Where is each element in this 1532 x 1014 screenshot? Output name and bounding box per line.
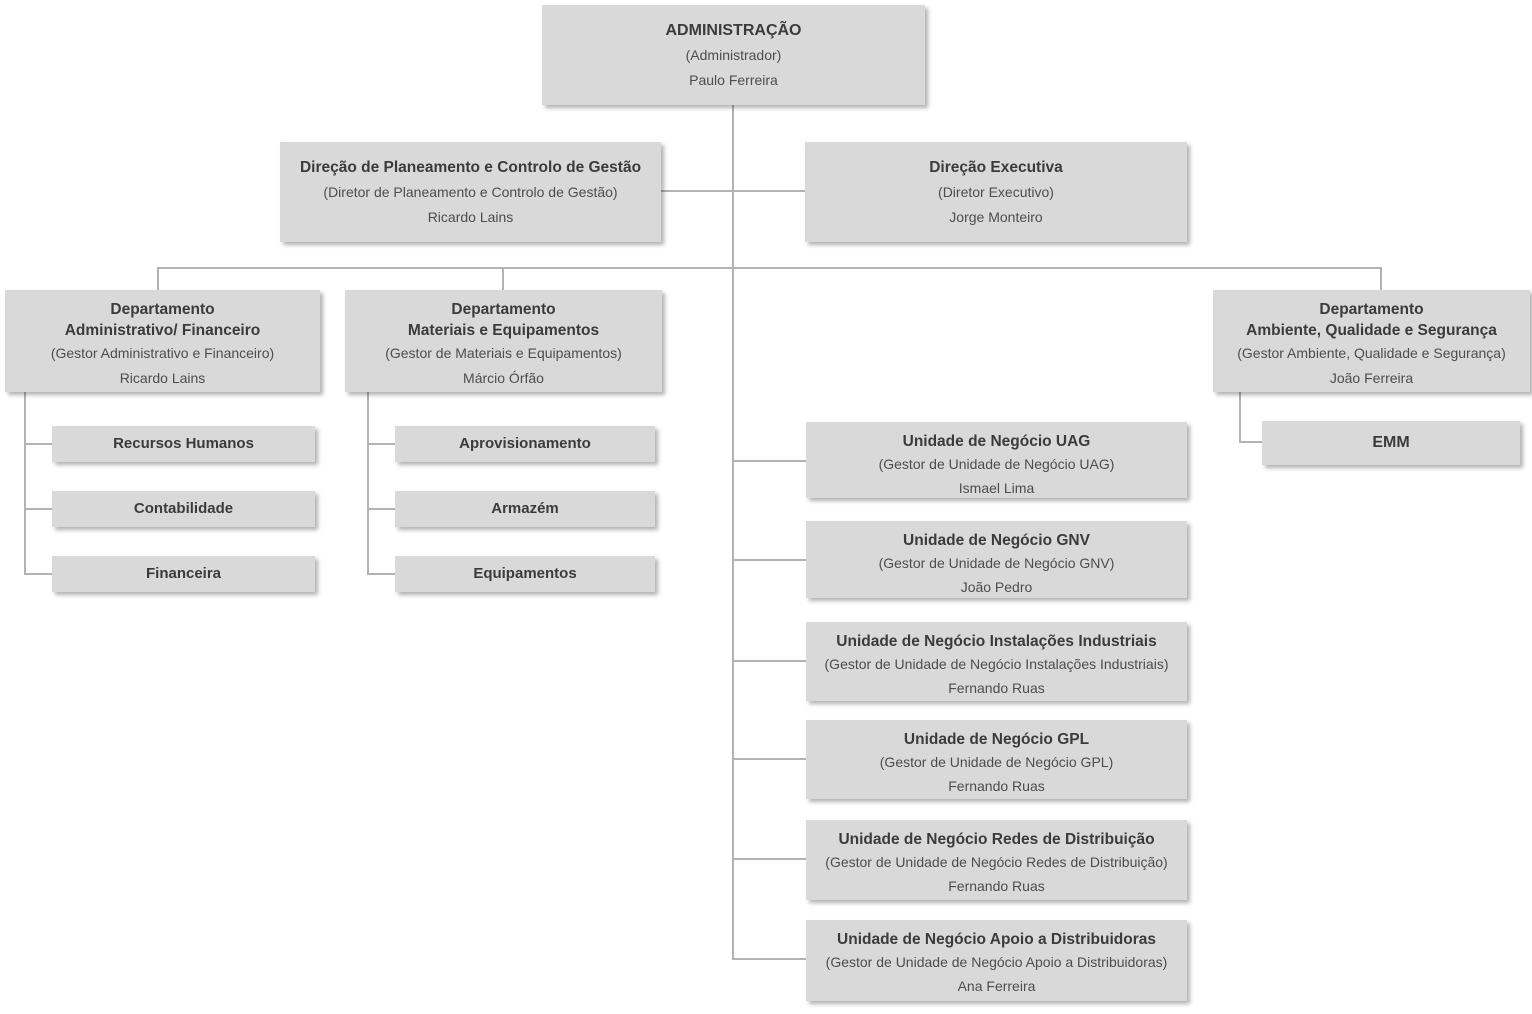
node-title: Recursos Humanos <box>113 435 254 452</box>
org-node-dept-ambiente-qualidade-seguranca: Departamento Ambiente, Qualidade e Segur… <box>1213 290 1530 392</box>
connector-drop-dept-af <box>157 267 159 290</box>
node-title-line1: Departamento <box>451 301 556 318</box>
connector-branch-equip <box>367 573 395 575</box>
org-node-direcao-executiva: Direção Executiva (Diretor Executivo) Jo… <box>805 142 1187 242</box>
node-title: Direção Executiva <box>929 159 1063 176</box>
connector-branch-rd <box>732 858 806 860</box>
org-node-direcao-planeamento: Direção de Planeamento e Controlo de Ges… <box>280 142 661 242</box>
connector-central-stem <box>732 267 734 960</box>
org-node-financeira: Financeira <box>52 556 315 592</box>
connector-drop-dept-aqs <box>1380 267 1382 290</box>
node-title: Unidade de Negócio Redes de Distribuição <box>838 831 1155 848</box>
org-node-unidade-gnv: Unidade de Negócio GNV (Gestor de Unidad… <box>806 521 1187 598</box>
org-node-unidade-uag: Unidade de Negócio UAG (Gestor de Unidad… <box>806 422 1187 498</box>
node-role: (Gestor de Unidade de Negócio Apoio a Di… <box>825 954 1168 970</box>
node-role: (Administrador) <box>685 47 782 63</box>
node-title: Unidade de Negócio Instalações Industria… <box>836 633 1157 650</box>
node-role: (Gestor de Unidade de Negócio Redes de D… <box>825 854 1168 870</box>
node-title-line1: Departamento <box>110 301 215 318</box>
node-role: (Gestor de Unidade de Negócio GPL) <box>879 754 1114 770</box>
org-node-dept-materiais-equipamentos: Departamento Materiais e Equipamentos (G… <box>345 290 662 392</box>
connector-branch-aprov <box>367 443 395 445</box>
node-title-line2: Ambiente, Qualidade e Segurança <box>1246 322 1497 339</box>
connector-branch-fin <box>24 573 52 575</box>
node-title: ADMINISTRAÇÃO <box>665 22 802 39</box>
node-title: Equipamentos <box>473 565 577 582</box>
org-node-armazem: Armazém <box>395 491 655 527</box>
node-person: João Pedro <box>960 579 1033 595</box>
node-title-line1: Departamento <box>1319 301 1424 318</box>
org-node-equipamentos: Equipamentos <box>395 556 655 592</box>
node-person: Fernando Ruas <box>948 778 1045 794</box>
org-node-unidade-redes-distribuicao: Unidade de Negócio Redes de Distribuição… <box>806 820 1187 900</box>
connector-drop-dept-me <box>502 267 504 290</box>
node-title: Financeira <box>145 565 222 582</box>
connector-branch-emm <box>1239 441 1262 443</box>
node-role: (Gestor Ambiente, Qualidade e Segurança) <box>1237 345 1506 361</box>
node-role: (Gestor de Materiais e Equipamentos) <box>385 345 622 361</box>
node-person: Paulo Ferreira <box>689 72 778 88</box>
node-role: (Gestor de Unidade de Negócio UAG) <box>878 456 1115 472</box>
node-role: (Gestor Administrativo e Financeiro) <box>50 345 275 361</box>
connector-branch-gnv <box>732 559 806 561</box>
node-title: Unidade de Negócio Apoio a Distribuidora… <box>837 931 1156 948</box>
node-person: Fernando Ruas <box>948 878 1045 894</box>
node-role: (Gestor de Unidade de Negócio GNV) <box>878 555 1115 571</box>
node-person: Ismael Lima <box>958 480 1035 496</box>
org-node-unidade-gpl: Unidade de Negócio GPL (Gestor de Unidad… <box>806 720 1187 799</box>
connector-stem-dept-af <box>24 392 26 575</box>
node-title: Armazém <box>491 500 559 517</box>
node-title-line2: Administrativo/ Financeiro <box>64 322 261 339</box>
connector-branch-uag <box>732 460 806 462</box>
node-title: EMM <box>1372 434 1410 451</box>
node-title: Contabilidade <box>133 500 234 517</box>
org-node-administracao: ADMINISTRAÇÃO (Administrador) Paulo Ferr… <box>542 5 925 105</box>
node-role: (Gestor de Unidade de Negócio Instalaçõe… <box>824 656 1169 672</box>
org-node-unidade-apoio-distribuidoras: Unidade de Negócio Apoio a Distribuidora… <box>806 920 1187 1001</box>
node-person: Fernando Ruas <box>948 680 1045 696</box>
connector-branch-armazem <box>367 508 395 510</box>
connector-level2-cross <box>661 190 805 192</box>
node-title: Unidade de Negócio UAG <box>902 433 1091 450</box>
node-person: Ricardo Lains <box>119 370 206 386</box>
node-title: Unidade de Negócio GNV <box>903 532 1090 549</box>
connector-branch-ii <box>732 660 806 662</box>
connector-stem-dept-aqs <box>1239 392 1241 443</box>
org-node-aprovisionamento: Aprovisionamento <box>395 426 655 462</box>
org-node-recursos-humanos: Recursos Humanos <box>52 426 315 462</box>
connector-branch-gpl <box>732 758 806 760</box>
connector-level3-span <box>157 267 1382 269</box>
node-role: (Diretor Executivo) <box>938 184 1054 200</box>
org-node-dept-administrativo-financeiro: Departamento Administrativo/ Financeiro … <box>5 290 320 392</box>
connector-admin-stem <box>732 105 734 268</box>
org-node-emm: EMM <box>1262 421 1520 465</box>
node-title: Direção de Planeamento e Controlo de Ges… <box>299 159 642 176</box>
node-title: Unidade de Negócio GPL <box>903 731 1090 748</box>
node-person: Márcio Órfão <box>463 370 544 386</box>
node-title-line2: Materiais e Equipamentos <box>407 322 600 339</box>
connector-stem-dept-me <box>367 392 369 575</box>
node-person: Ana Ferreira <box>957 978 1036 994</box>
org-node-contabilidade: Contabilidade <box>52 491 315 527</box>
node-person: Ricardo Lains <box>427 209 514 225</box>
org-node-unidade-instalacoes-industriais: Unidade de Negócio Instalações Industria… <box>806 622 1187 701</box>
node-title: Aprovisionamento <box>459 435 591 452</box>
connector-branch-cont <box>24 508 52 510</box>
node-role: (Diretor de Planeamento e Controlo de Ge… <box>323 184 618 200</box>
connector-branch-rh <box>24 443 52 445</box>
node-person: João Ferreira <box>1329 370 1414 386</box>
connector-branch-ad <box>732 958 806 960</box>
node-person: Jorge Monteiro <box>949 209 1043 225</box>
